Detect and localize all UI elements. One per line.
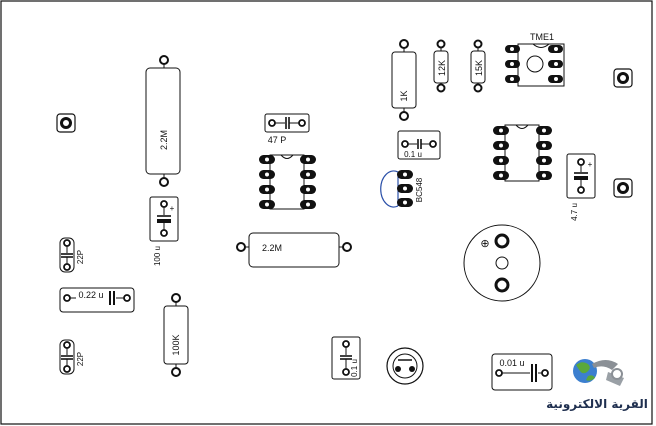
label-0-1u-bottom: 0.1 u <box>350 359 359 377</box>
logo-text: القرية الالكترونية <box>546 397 648 412</box>
mounting-hole-right <box>613 178 633 198</box>
resistor-2m2-horizontal: 2.2M <box>236 232 352 268</box>
capacitor-22p-top: 22P <box>59 237 85 273</box>
ic-dip8-center <box>259 154 316 210</box>
ic-dip8-right <box>493 124 552 182</box>
capacitor-22p-bottom: 22P <box>59 339 85 375</box>
transistor-bc548: BC548 <box>380 170 424 208</box>
label-47p: 47 P <box>268 135 287 145</box>
label-12k: 12K <box>437 60 447 76</box>
resistor-12k: 12K <box>433 39 449 93</box>
label-100k: 100K <box>171 334 181 355</box>
label-buzzer-plus: ⊕ <box>480 238 489 250</box>
resistor-15k: 15K <box>470 39 486 93</box>
ic-tme1: TME1 <box>505 32 565 87</box>
resistor-100k: 100K <box>163 293 189 377</box>
label-22p-bottom: 22P <box>76 352 85 366</box>
label-1k: 1K <box>399 90 409 101</box>
buzzer: ⊕ <box>463 224 541 302</box>
label-0-1u-top: 0.1 u <box>404 150 422 159</box>
capacitor-0-01u: 0.01 u <box>491 353 553 391</box>
label-bc548: BC548 <box>415 177 424 202</box>
resistor-2m2-vertical: 2.2M <box>145 55 181 187</box>
label-15k: 15K <box>474 60 484 76</box>
capacitor-0-1u-bottom: 0.1 u <box>331 336 361 380</box>
mounting-hole-top-right <box>613 68 633 88</box>
label-2m2-horizontal: 2.2M <box>262 243 282 253</box>
capacitor-0-1u-top: 0.1 u <box>397 130 441 160</box>
label-0-22u: 0.22 u <box>78 290 103 300</box>
capacitor-0-22u: 0.22 u <box>59 287 135 313</box>
globe-icon <box>573 359 624 386</box>
led <box>386 347 424 385</box>
label-22p-top: 22P <box>76 250 85 264</box>
resistor-1k: 1K <box>391 39 417 121</box>
label-plus-4-7u: + <box>588 160 593 169</box>
label-100u: 100 u <box>153 246 162 266</box>
label-0-01u: 0.01 u <box>499 358 524 368</box>
capacitor-47p: 47 P <box>264 113 310 145</box>
capacitor-4-7u: + 4.7 u <box>566 153 596 221</box>
label-2m2-vertical: 2.2M <box>159 130 169 150</box>
label-4-7u: 4.7 u <box>570 203 579 221</box>
capacitor-100u: + 100 u <box>149 196 179 266</box>
logo: القرية الالكترونية <box>546 359 648 412</box>
label-tme1: TME1 <box>530 32 554 42</box>
label-plus-100u: + <box>170 204 175 213</box>
mounting-hole-left <box>56 113 76 133</box>
